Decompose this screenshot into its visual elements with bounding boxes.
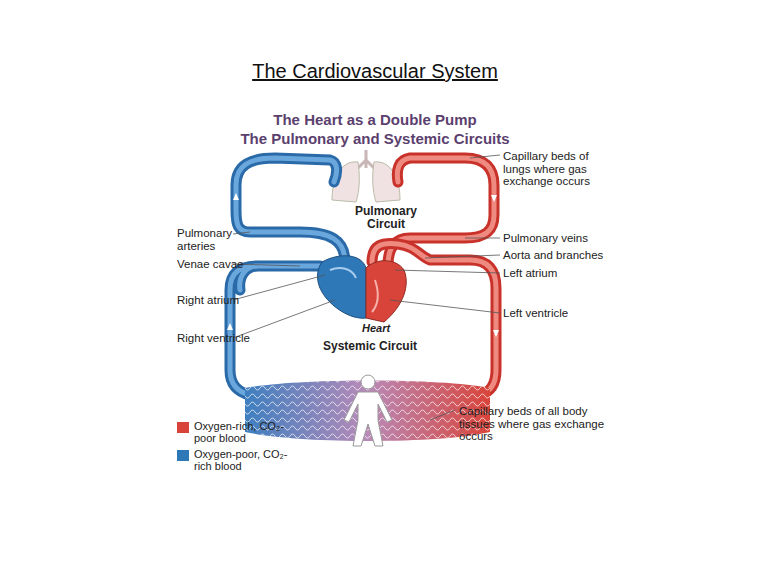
part-label: Pulmonary veins: [503, 232, 643, 245]
circuit-label: Systemic Circuit: [300, 340, 440, 353]
legend-text: Oxygen-rich, CO₂-poor blood: [194, 420, 294, 444]
legend-text: Oxygen-poor, CO₂-rich blood: [194, 448, 294, 472]
part-label: Venae cavae: [177, 258, 257, 271]
page-title: The Cardiovascular System: [0, 60, 750, 82]
part-label: Left ventricle: [503, 307, 643, 320]
diagram-heading: The Pulmonary and Systemic Circuits: [160, 131, 590, 148]
diagram-heading: The Heart as a Double Pump: [160, 112, 590, 129]
legend-swatch: [177, 450, 189, 461]
venae-cavae: [230, 266, 320, 395]
heart-label: Heart: [362, 322, 412, 334]
capillary-label: Capillary beds of all body tissues where…: [459, 405, 619, 443]
human-figure: [344, 375, 392, 446]
part-label: Right ventricle: [177, 332, 267, 345]
legend-swatch: [177, 422, 189, 433]
part-label: Pulmonary arteries: [177, 227, 237, 252]
part-label: Right atrium: [177, 294, 257, 307]
leader-lines: [233, 155, 500, 420]
heart: [318, 256, 407, 322]
circuit-label: Pulmonary Circuit: [336, 205, 436, 231]
capillary-label: Capillary beds of lungs where gas exchan…: [503, 150, 603, 188]
flow-arrows: [227, 193, 499, 337]
part-label: Left atrium: [503, 267, 643, 280]
pulmonary-arteries: [236, 158, 345, 262]
part-label: Aorta and branches: [503, 249, 643, 262]
lungs: [332, 150, 400, 202]
